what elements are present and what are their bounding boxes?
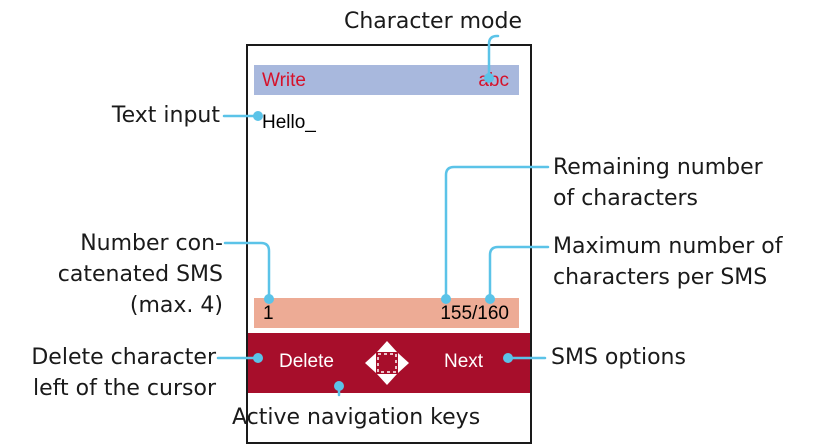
remaining-label: Remaining number of characters	[553, 152, 763, 214]
concatenated-label-line2: catenated SMS	[57, 262, 223, 287]
text-input-label: Text input	[111, 103, 220, 128]
text-input-field[interactable]: Hello_	[262, 112, 316, 133]
character-mode-label: Character mode	[344, 9, 522, 34]
text-input-dot	[253, 111, 263, 121]
delete-softkey[interactable]: Delete	[279, 351, 334, 372]
delete-dot	[253, 353, 263, 363]
sms-count-indicator: 1	[263, 303, 274, 324]
navigation-keys-label: Active navigation keys	[232, 405, 481, 430]
delete-label-line1: Delete character	[31, 345, 216, 370]
sms-options-label: SMS options	[551, 345, 686, 370]
maximum-label: Maximum number of characters per SMS	[553, 231, 782, 293]
maximum-label-line1: Maximum number of	[553, 234, 783, 259]
remaining-label-line2: of characters	[553, 186, 699, 211]
softkey-bar: Delete Next	[248, 333, 530, 393]
navigation-dot	[334, 381, 344, 391]
remaining-label-line1: Remaining number	[553, 155, 763, 180]
character-mode-leader	[487, 34, 500, 78]
status-bar: 1 155/160	[254, 298, 519, 328]
sms-options-dot	[503, 353, 513, 363]
delete-label: Delete character left of the cursor	[31, 342, 216, 404]
maximum-leader	[488, 245, 550, 299]
four-way-arrow-icon[interactable]	[364, 340, 410, 386]
concatenated-label-line1: Number con-	[80, 231, 223, 256]
delete-label-line2: left of the cursor	[33, 376, 216, 401]
title-write-label: Write	[262, 70, 306, 91]
concatenated-label: Number con- catenated SMS (max. 4)	[58, 228, 223, 321]
concatenated-label-line3: (max. 4)	[129, 293, 223, 318]
character-counter: 155/160	[440, 303, 509, 324]
remaining-dot	[441, 294, 451, 304]
remaining-leader	[444, 165, 550, 299]
character-mode-dot	[484, 73, 494, 83]
title-bar: Write abc	[254, 65, 519, 95]
maximum-label-line2: characters per SMS	[553, 265, 768, 290]
next-softkey[interactable]: Next	[444, 351, 484, 372]
concatenated-dot	[264, 294, 274, 304]
concatenated-leader	[223, 241, 271, 299]
maximum-dot	[485, 294, 495, 304]
